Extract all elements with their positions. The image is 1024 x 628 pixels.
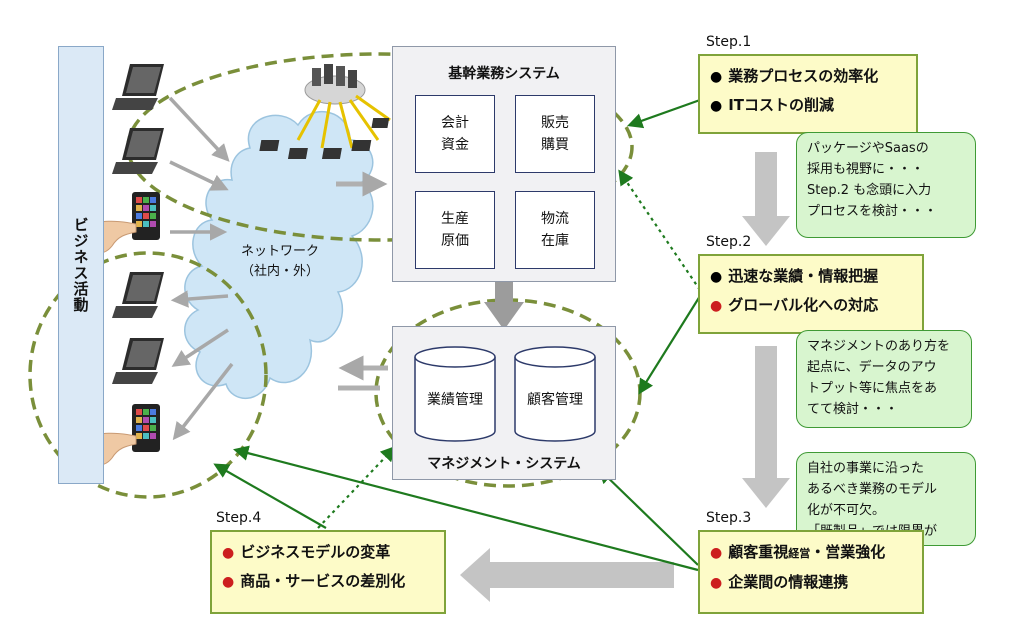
step2-item: ● 迅速な業績・情報把握 — [710, 262, 912, 291]
business-activity-bar: ビジネス活動 — [58, 46, 104, 484]
step3-box: ● 顧客重視経営・営業強化 ● 企業間の情報連携 — [698, 530, 924, 614]
module-logistics: 物流 在庫 — [515, 191, 595, 269]
server-cloud-icon — [259, 64, 391, 159]
module-line: 会計 — [441, 115, 469, 131]
business-activity-label: ビジネス活動 — [71, 217, 90, 313]
module-line: 生産 — [441, 211, 469, 227]
note-line: 自社の事業に沿った — [807, 461, 925, 476]
device-to-network-arrows — [168, 96, 230, 241]
note-line: トプット等に焦点をあ — [807, 381, 938, 396]
management-system-title: マネジメント・システム — [427, 456, 581, 472]
step2-box: ● 迅速な業績・情報把握 ● グローバル化への対応 — [698, 254, 924, 334]
laptop-icon — [112, 128, 164, 174]
module-sales: 販売 購買 — [515, 95, 595, 173]
module-line: 販売 — [541, 115, 569, 131]
step2-note: マネジメントのあり方を 起点に、データのアウ トプット等に焦点をあ てて検討・・… — [796, 330, 972, 428]
step-progress-arrows — [460, 152, 790, 602]
step4-label: Step.4 — [216, 510, 262, 526]
laptop-icon — [112, 64, 164, 110]
step-connectors — [213, 98, 701, 572]
network-label-line2: （社内・外） — [240, 264, 319, 279]
step1-item-text: ITコストの削減 — [728, 96, 835, 114]
bullet-icon: ● — [710, 298, 723, 314]
module-accounting: 会計 資金 — [415, 95, 495, 173]
module-line: 物流 — [541, 211, 569, 227]
step1-item-text: 業務プロセスの効率化 — [728, 67, 879, 85]
step3-item-text: 顧客重視 — [728, 543, 789, 561]
step4-item-text: 商品・サービスの差別化 — [240, 572, 406, 590]
network-label: ネットワーク （社内・外） — [228, 242, 332, 282]
step1-label: Step.1 — [706, 34, 752, 50]
bullet-icon: ● — [710, 69, 723, 85]
module-line: 原価 — [441, 233, 469, 249]
database-icon — [514, 346, 596, 442]
step2-label: Step.2 — [706, 234, 752, 250]
step2-item-text: グローバル化への対応 — [728, 296, 879, 314]
laptop-icon — [112, 338, 164, 384]
network-to-device-arrows — [170, 290, 234, 441]
network-label-line1: ネットワーク — [240, 244, 319, 259]
core-business-system-panel: 基幹業務システム 会計 資金 販売 購買 生産 原価 物流 在庫 — [392, 46, 616, 282]
tablet-icon — [132, 404, 160, 452]
step4-item: ● ビジネスモデルの変革 — [222, 538, 434, 567]
module-line: 在庫 — [541, 233, 569, 249]
db-performance-label: 業績管理 — [427, 392, 483, 408]
step1-note: パッケージやSaasの 採用も視野に・・・ Step.2 も念頭に入力 プロセス… — [796, 132, 976, 238]
bullet-icon: ● — [710, 98, 723, 114]
step4-box: ● ビジネスモデルの変革 ● 商品・サービスの差別化 — [210, 530, 446, 614]
db-customer-label: 顧客管理 — [527, 392, 583, 408]
step1-item: ● 業務プロセスの効率化 — [710, 62, 906, 91]
step1-item: ● ITコストの削減 — [710, 91, 906, 120]
database-icons — [414, 346, 596, 442]
note-line: 採用も視野に・・・ — [807, 162, 925, 177]
step3-item: ● 顧客重視経営・営業強化 — [710, 538, 912, 568]
note-line: Step.2 も念頭に入力 — [807, 183, 932, 198]
bullet-icon: ● — [710, 269, 723, 285]
step3-label: Step.3 — [706, 510, 752, 526]
note-line: パッケージやSaasの — [807, 141, 929, 156]
module-production: 生産 原価 — [415, 191, 495, 269]
step3-item-text-after: ・営業強化 — [810, 543, 886, 561]
bullet-icon: ● — [710, 545, 723, 561]
bullet-icon: ● — [222, 545, 235, 561]
tablet-icon — [132, 192, 160, 240]
laptop-icon — [112, 272, 164, 318]
bullet-icon: ● — [222, 574, 235, 590]
step1-box: ● 業務プロセスの効率化 ● ITコストの削減 — [698, 54, 918, 134]
step4-item-text: ビジネスモデルの変革 — [240, 543, 391, 561]
note-line: 化が不可欠。 — [807, 503, 886, 518]
step4-item: ● 商品・サービスの差別化 — [222, 567, 434, 596]
step3-item-text: 企業間の情報連携 — [728, 573, 849, 591]
management-system-panel: 業績管理 顧客管理 マネジメント・システム — [392, 326, 616, 480]
core-to-management-arrow — [484, 282, 524, 330]
core-system-title: 基幹業務システム — [448, 66, 560, 82]
module-line: 購買 — [541, 137, 569, 153]
note-line: プロセスを検討・・・ — [807, 204, 938, 219]
note-line: 起点に、データのアウ — [807, 360, 937, 375]
step3-item-small: 経営 — [788, 547, 811, 560]
step3-item: ● 企業間の情報連携 — [710, 568, 912, 597]
note-line: てて検討・・・ — [807, 402, 899, 417]
module-line: 資金 — [441, 137, 469, 153]
step2-item-text: 迅速な業績・情報把握 — [728, 267, 879, 285]
step2-item: ● グローバル化への対応 — [710, 291, 912, 320]
database-icon — [414, 346, 496, 442]
note-line: マネジメントのあり方を — [807, 339, 951, 354]
bullet-icon: ● — [710, 575, 723, 591]
devices-dashed-ellipse — [28, 251, 268, 499]
note-line: あるべき業務のモデル — [807, 482, 938, 497]
